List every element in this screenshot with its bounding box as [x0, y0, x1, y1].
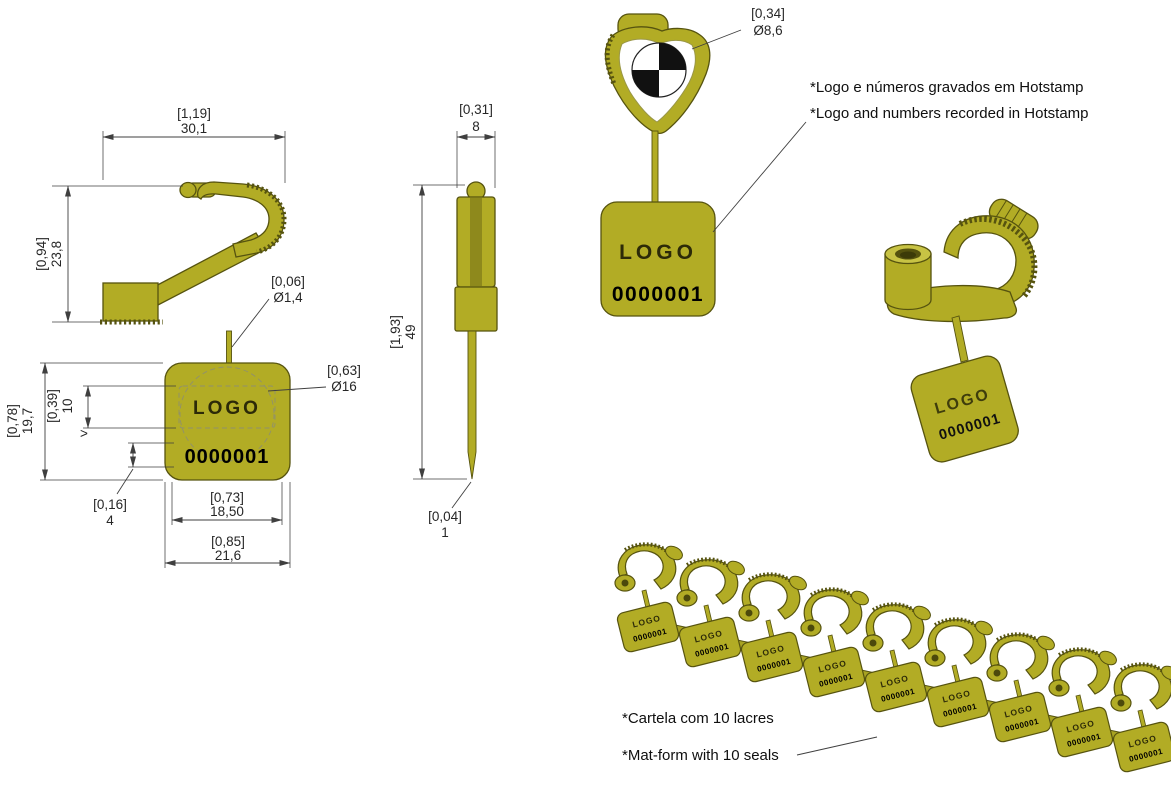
dim-stem-dia-inch: [0,06]	[271, 274, 305, 289]
iso-stem	[951, 315, 969, 363]
iso-barrel-hole-inner	[900, 251, 916, 259]
dim-inner-width-mm: 18,50	[210, 504, 244, 519]
dim-profile-height-inch: [1,93]	[388, 315, 403, 349]
dim-stem-dia-mm: Ø1,4	[273, 290, 303, 305]
dim-profile-width-mm: 8	[472, 119, 480, 134]
tag-logo: LOGO	[193, 398, 261, 419]
dim-stem-dia: [0,06] Ø1,4	[231, 274, 305, 348]
clip-barrel	[102, 282, 159, 322]
iso-cap-serration	[958, 215, 1038, 298]
hotstamp-leader-line	[712, 121, 807, 233]
tag-logo-frame	[178, 385, 276, 429]
tag-stem	[226, 330, 232, 366]
view-iso: LOGO 0000001	[884, 198, 1039, 463]
dim-circle-dia-mm: Ø16	[331, 379, 357, 394]
dim-ball-dia: [0,34] Ø8,6	[691, 6, 785, 50]
dim-tag-height-inch: [0,78]	[5, 404, 20, 438]
dim-clip-width: [1,19] 30,1	[102, 106, 286, 183]
clip-arm-hook	[197, 181, 285, 258]
dim-serial-height-inch: [0,16]	[93, 497, 127, 512]
tag-construction-circle	[179, 366, 275, 462]
dim-clip-width-mm: 30,1	[181, 121, 207, 136]
dim-profile-height: [1,93] 49	[388, 184, 467, 480]
note-hotstamp-en: *Logo and numbers recorded in Hotstamp	[810, 105, 1089, 122]
view-front: LOGO 0000001 [0,34] Ø8,6	[600, 6, 785, 317]
dim-logo-height-mm: 10	[60, 398, 75, 413]
dim-outer-width: [0,85] 21,6	[164, 482, 291, 568]
iso-tag: LOGO 0000001	[910, 355, 1019, 463]
dim-profile-thickness: [0,04] 1	[428, 481, 472, 540]
profile-blade	[467, 330, 477, 480]
clip-knob-ball	[179, 181, 197, 199]
strip-notes: *Cartela com 10 lacres *Mat-form with 10…	[622, 710, 878, 764]
profile-barrel	[454, 286, 498, 332]
tag-serial: 0000001	[185, 446, 270, 468]
front-stem	[651, 130, 659, 205]
front-tag-serial: 0000001	[612, 283, 704, 306]
dim-clip-height-mm: 23,8	[49, 241, 64, 267]
dim-outer-width-inch: [0,85]	[211, 534, 245, 549]
dim-ball-dia-mm: Ø8,6	[753, 23, 782, 38]
dim-tag-height: [0,78] 19,7	[5, 362, 163, 481]
dim-clip-height: [0,94] 23,8	[34, 185, 183, 323]
dim-serial-height: [0,16] 4	[93, 442, 174, 528]
dim-inner-width-inch: [0,73]	[210, 490, 244, 505]
strip-leader-line	[796, 736, 878, 756]
dim-inner-width: [0,73] 18,50	[171, 482, 283, 525]
hotstamp-notes: *Logo e números gravados em Hotstamp *Lo…	[712, 79, 1089, 233]
dim-circle-dia-inch: [0,63]	[327, 363, 361, 378]
view-tag-front: LOGO 0000001 [0,06] Ø1,4 [0,63] Ø16 [0,7…	[5, 274, 361, 568]
note-hotstamp-pt: *Logo e números gravados em Hotstamp	[810, 79, 1083, 96]
dim-logo-height: [0,39] 10 >	[45, 385, 176, 441]
view-profile: [0,31] 8 [1,93] 49 [0,04] 1	[388, 102, 498, 540]
dim-clip-width-inch: [1,19]	[177, 106, 211, 121]
tag-plate	[164, 362, 291, 481]
profile-groove	[470, 198, 482, 286]
dim-profile-height-mm: 49	[403, 324, 418, 339]
dim-flip-arrow: >	[80, 426, 88, 441]
dim-tag-height-mm: 19,7	[20, 408, 35, 434]
front-tag-logo: LOGO	[619, 241, 697, 264]
note-strip-en: *Mat-form with 10 seals	[622, 747, 779, 764]
clip-ratchet-serration	[246, 182, 287, 255]
dim-clip-height-inch: [0,94]	[34, 237, 49, 271]
dim-profile-thickness-mm: 1	[441, 525, 449, 540]
dim-profile-width: [0,31] 8	[456, 102, 496, 188]
target-mark	[631, 42, 687, 98]
dim-profile-width-inch: [0,31]	[459, 102, 493, 117]
view-clip-side: [1,19] 30,1 [0,94] 23,8	[34, 106, 287, 325]
dim-profile-thickness-inch: [0,04]	[428, 509, 462, 524]
dim-logo-height-inch: [0,39]	[45, 389, 60, 423]
dim-serial-height-mm: 4	[106, 513, 114, 528]
iso-barrel-body	[884, 253, 932, 311]
note-strip-pt: *Cartela com 10 lacres	[622, 710, 774, 727]
front-tag-plate	[600, 201, 716, 317]
dim-ball-dia-inch: [0,34]	[751, 6, 785, 21]
dim-outer-width-mm: 21,6	[215, 548, 241, 563]
dim-circle-dia: [0,63] Ø16	[267, 363, 361, 394]
